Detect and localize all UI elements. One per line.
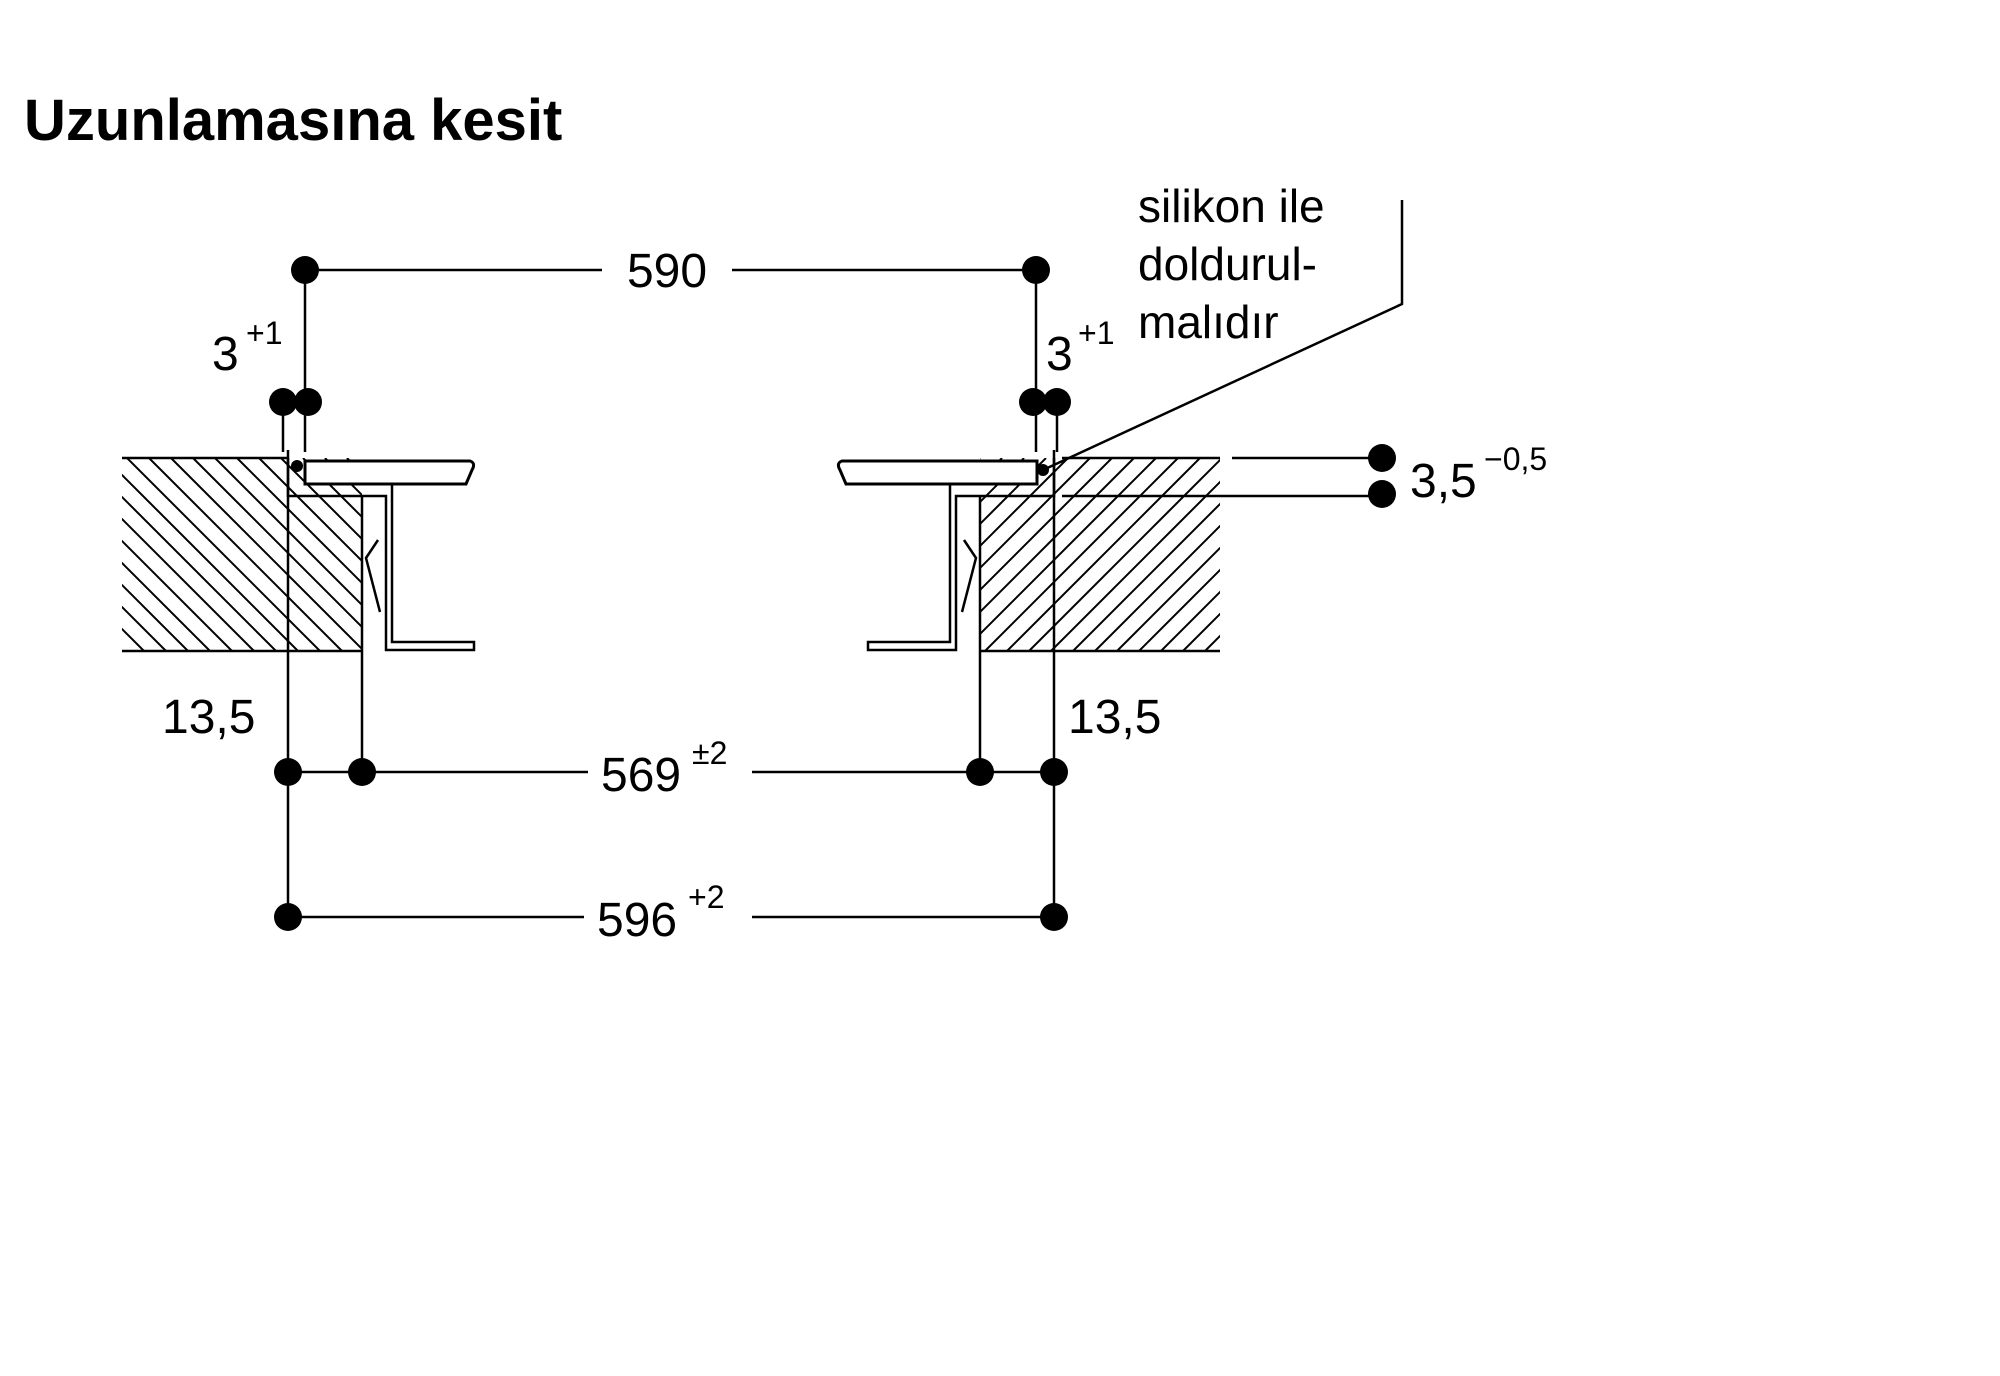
note-line-3: malıdır xyxy=(1138,296,1279,348)
appliance-frame-right xyxy=(836,450,1056,652)
hatch-line xyxy=(302,458,362,519)
outer-width-tolerance: +2 xyxy=(688,879,724,915)
hatch-line xyxy=(1116,546,1220,651)
hatch-line xyxy=(122,495,277,651)
hatch-line xyxy=(980,458,1091,570)
hatch-line xyxy=(545,458,738,651)
hatch-line xyxy=(122,517,255,651)
hatch-line xyxy=(122,627,145,651)
hatch-line xyxy=(126,458,321,651)
hatch-line xyxy=(980,458,1025,504)
hatch-line xyxy=(523,458,716,651)
glass-ceramic-panel-right xyxy=(836,459,1039,486)
hatch-line xyxy=(236,458,362,585)
hatch-line xyxy=(122,583,189,651)
hatch-line xyxy=(324,458,362,497)
hatch-line xyxy=(1072,502,1220,651)
hatch-line xyxy=(980,458,1135,614)
gap-right-value: 3 xyxy=(1046,328,1073,381)
silicone-note: silikon ile doldurul- malıdır xyxy=(1042,180,1404,472)
hatching-left xyxy=(122,458,738,651)
hatch-line xyxy=(980,458,1157,636)
hatch-line xyxy=(1094,524,1220,651)
hatch-line xyxy=(170,458,362,651)
hatch-line xyxy=(258,458,362,563)
dimension-569: 569 ±2 xyxy=(274,735,1068,802)
worktop-right xyxy=(978,456,1220,653)
hatch-line xyxy=(192,458,362,629)
inner-width-tolerance: ±2 xyxy=(692,735,727,771)
hatch-line xyxy=(413,458,606,651)
dimension-596: 596 +2 xyxy=(274,879,1068,947)
hatch-line xyxy=(984,458,1179,651)
hatch-line xyxy=(391,458,584,651)
dimension-590: 590 xyxy=(291,245,1050,404)
hatch-line xyxy=(280,458,362,541)
diagram-title: Uzunlamasına kesit xyxy=(24,88,562,153)
appliance-frame-left xyxy=(286,450,476,652)
worktop-left xyxy=(122,456,738,653)
gap-left-tolerance: +1 xyxy=(246,315,282,351)
depth-value: 3,5 xyxy=(1410,455,1477,508)
hatch-line xyxy=(457,458,650,651)
hatch-line xyxy=(214,458,362,607)
outer-width-value: 596 xyxy=(597,894,677,947)
gap-right-tolerance: +1 xyxy=(1078,315,1114,351)
hatch-line xyxy=(1138,568,1220,651)
offset-left-label: 13,5 xyxy=(162,691,255,744)
hatch-line xyxy=(148,458,343,651)
gap-left-value: 3 xyxy=(212,328,239,381)
hatch-line xyxy=(369,458,562,651)
hatch-line xyxy=(1204,634,1220,651)
hatch-line xyxy=(1160,590,1220,651)
glass-ceramic-panel-left xyxy=(303,459,476,486)
inner-width-value: 569 xyxy=(601,749,681,802)
dimension-label-590: 590 xyxy=(627,245,707,298)
hatch-line xyxy=(122,649,123,651)
hatch-line xyxy=(980,458,1047,526)
hatch-line xyxy=(122,539,233,651)
note-line-2: doldurul- xyxy=(1138,238,1317,290)
hatch-line xyxy=(1182,612,1220,651)
hatch-line xyxy=(435,458,628,651)
hatch-line xyxy=(980,458,1069,548)
hatch-line xyxy=(501,458,694,651)
hatch-line xyxy=(479,458,672,651)
hatch-line xyxy=(1050,480,1220,651)
hatch-line xyxy=(980,458,1113,592)
hatching-right xyxy=(980,458,1220,651)
hatch-line xyxy=(122,605,167,651)
dimension-gap-left: 3 +1 xyxy=(212,315,322,452)
depth-tolerance: −0,5 xyxy=(1484,441,1547,477)
hatch-line xyxy=(122,561,211,651)
dimension-gap-right: 3 +1 xyxy=(1019,315,1114,452)
hatch-line xyxy=(122,473,299,651)
dimension-depth: 3,5 −0,5 xyxy=(1062,441,1547,508)
hatch-line xyxy=(346,458,362,475)
offset-right-label: 13,5 xyxy=(1068,691,1161,744)
hatch-line xyxy=(1028,458,1220,651)
hatch-line xyxy=(1006,458,1201,651)
silicone-joint-left xyxy=(291,460,303,472)
note-line-1: silikon ile xyxy=(1138,180,1325,232)
